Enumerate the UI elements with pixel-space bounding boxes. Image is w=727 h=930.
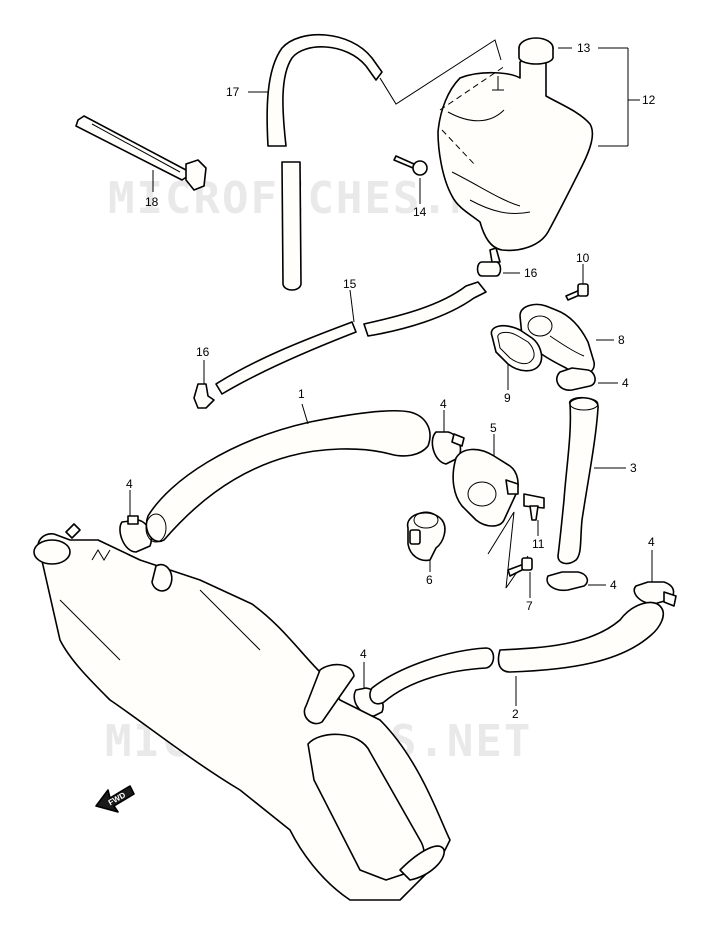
part-4-clamp-d[interactable] xyxy=(546,571,606,592)
callout-4c[interactable]: 4 xyxy=(126,477,133,491)
part-11-temp-sensor[interactable] xyxy=(523,493,545,536)
part-18-bracket[interactable] xyxy=(75,115,207,192)
part-12-reservoir-tank[interactable] xyxy=(437,58,594,263)
part-5-thermostat-housing[interactable] xyxy=(452,434,529,589)
forward-direction-arrow: FWD xyxy=(95,785,135,813)
part-16-clamp-lower[interactable] xyxy=(193,360,215,409)
part-7-bolt[interactable] xyxy=(507,557,533,598)
callout-4a[interactable]: 4 xyxy=(622,376,629,390)
callout-16a[interactable]: 16 xyxy=(524,266,538,280)
hose-17-dash-route xyxy=(379,39,502,105)
radiator-assembly xyxy=(33,523,451,901)
callout-13[interactable]: 13 xyxy=(577,41,591,55)
part-14-bolt[interactable] xyxy=(393,155,428,204)
callout-8[interactable]: 8 xyxy=(618,333,625,347)
part-13-reservoir-cap[interactable] xyxy=(518,37,554,65)
callout-7[interactable]: 7 xyxy=(526,599,533,613)
callout-16b[interactable]: 16 xyxy=(196,345,210,359)
part-1-radiator-hose[interactable] xyxy=(145,403,431,543)
part-10-bolt[interactable] xyxy=(565,264,589,301)
callout-5[interactable]: 5 xyxy=(490,421,497,435)
callout-4d[interactable]: 4 xyxy=(610,578,617,592)
part-3-radiator-hose[interactable] xyxy=(557,396,626,565)
part-2-lower-hose[interactable] xyxy=(369,601,665,706)
callout-4f[interactable]: 4 xyxy=(360,647,367,661)
callout-11[interactable]: 11 xyxy=(532,537,545,551)
part-4-clamp-c[interactable] xyxy=(119,490,153,553)
part-6-thermostat[interactable] xyxy=(407,511,446,572)
callout-4b[interactable]: 4 xyxy=(440,397,447,411)
part-8-thermostat-cover[interactable] xyxy=(519,303,614,377)
callout-9[interactable]: 9 xyxy=(504,391,511,405)
callout-12[interactable]: 12 xyxy=(642,93,656,107)
callout-6[interactable]: 6 xyxy=(426,573,433,587)
callout-1[interactable]: 1 xyxy=(298,387,305,401)
callout-2[interactable]: 2 xyxy=(512,707,519,721)
part-15-breather-hose[interactable] xyxy=(215,281,487,395)
part-4-clamp-e[interactable] xyxy=(633,550,677,607)
callout-14[interactable]: 14 xyxy=(413,205,427,219)
callout-4e[interactable]: 4 xyxy=(648,535,655,549)
callout-12-bracket-lines xyxy=(558,47,640,147)
callout-15[interactable]: 15 xyxy=(343,277,357,291)
callout-17[interactable]: 17 xyxy=(226,85,240,99)
callout-3[interactable]: 3 xyxy=(630,461,637,475)
callout-10[interactable]: 10 xyxy=(576,251,590,265)
callout-18[interactable]: 18 xyxy=(145,195,159,209)
part-17-breather-hose[interactable] xyxy=(248,33,383,291)
part-16-clamp-upper[interactable] xyxy=(476,261,521,277)
part-4-clamp-a[interactable] xyxy=(556,367,618,391)
part-9-gasket[interactable] xyxy=(490,324,543,390)
